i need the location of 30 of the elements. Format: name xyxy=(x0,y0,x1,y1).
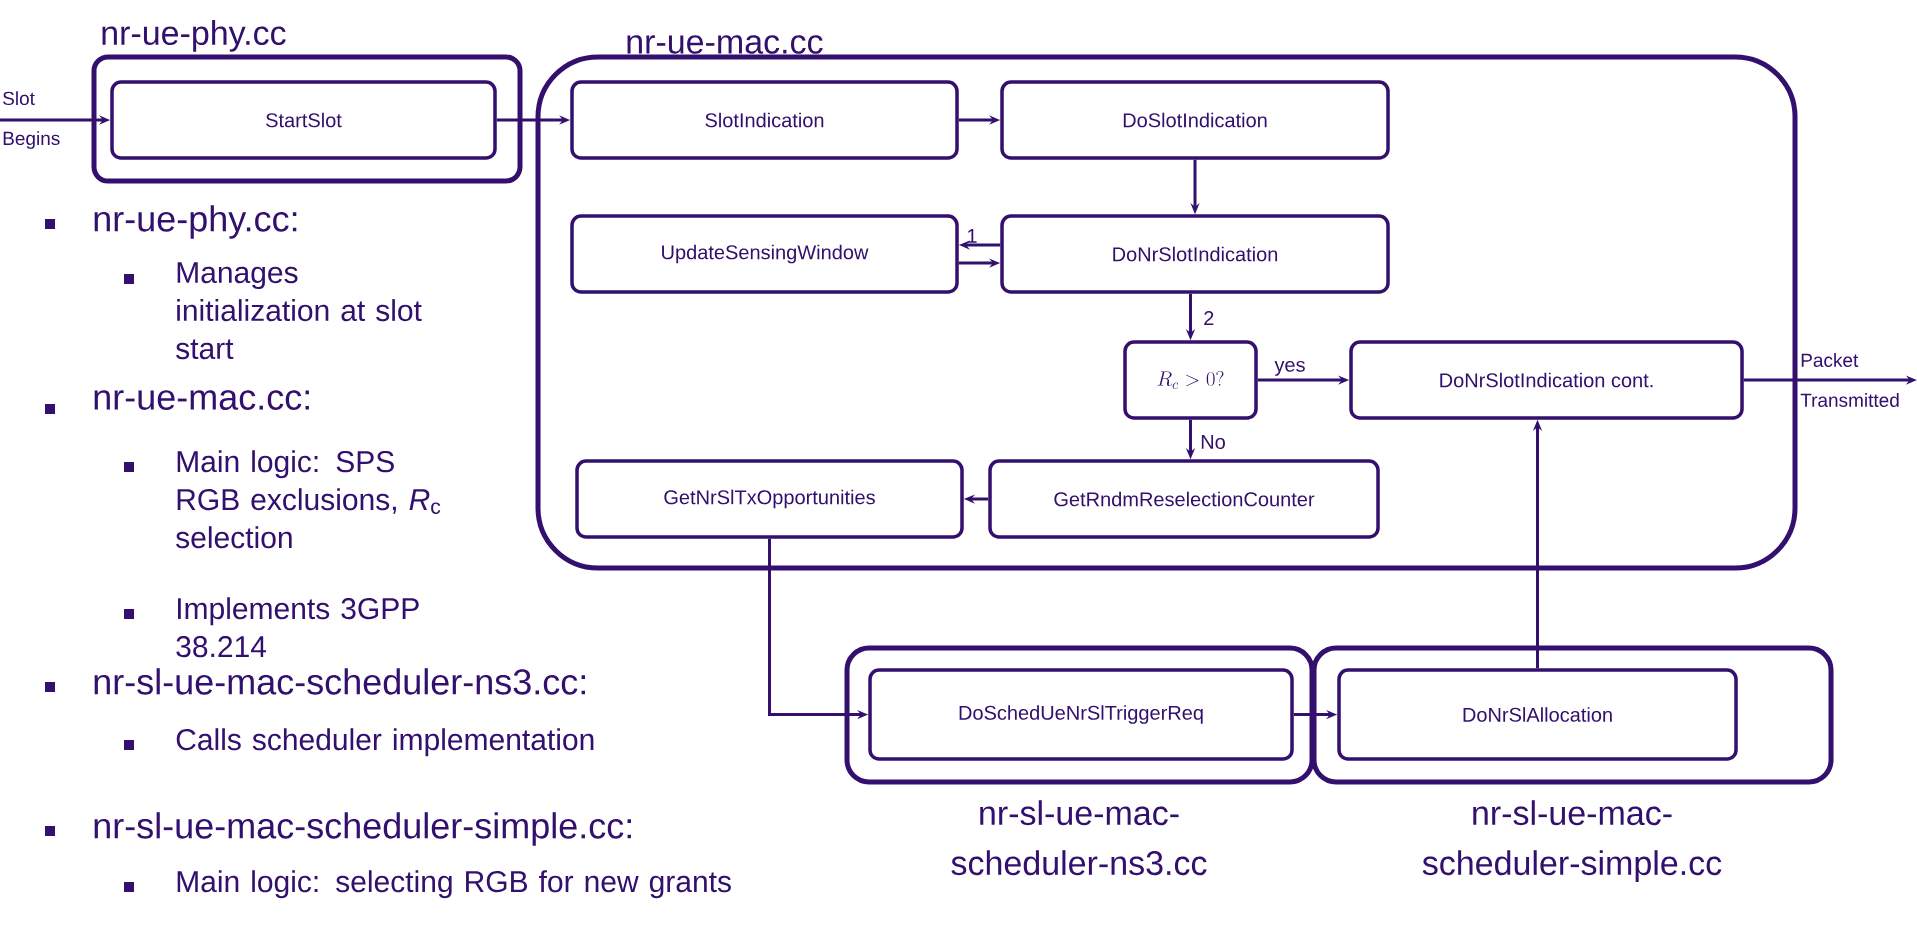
function-box: StartSlot xyxy=(110,80,497,160)
decision-box: $R_c > 0?$ xyxy=(1123,340,1258,420)
node-label: nr-sl-ue-mac-scheduler-ns3.cc xyxy=(951,800,1207,876)
bullet-text: Calls scheduler implementation xyxy=(176,728,594,757)
function-box: DoSlotIndication xyxy=(1000,80,1390,160)
node-label: nr-ue-mac.cc xyxy=(627,35,823,54)
function-box: DoNrSlAllocation xyxy=(1337,668,1738,761)
edge-label: Packet Transmitted xyxy=(1800,353,1899,407)
function-box: GetRndmReselectionCounter xyxy=(988,459,1380,539)
edge-label: 2 xyxy=(1204,311,1214,325)
bullet-text: Manages initialization at slot start xyxy=(176,262,422,360)
function-box: GetNrSlTxOpportunities xyxy=(575,459,964,539)
bullet-text: Main logic: selecting RGB for new grants xyxy=(177,870,731,899)
node-label: nr-sl-ue-mac-scheduler-simple.cc xyxy=(1422,800,1722,882)
bullet-text: nr-sl-ue-mac-scheduler-ns3.cc: xyxy=(94,668,585,695)
node-label: nr-ue-phy.cc xyxy=(102,20,286,52)
bullet-text: nr-sl-ue-mac-scheduler-simple.cc: xyxy=(94,812,631,846)
bullet-text: nr-ue-phy.cc: xyxy=(94,205,297,239)
function-box: DoNrSlotIndication cont. xyxy=(1349,340,1744,420)
edge-label: 1 xyxy=(967,229,977,243)
function-box: DoNrSlotIndication xyxy=(1000,214,1390,294)
edge-label: Slot Begins xyxy=(3,91,60,149)
function-box: SlotIndication xyxy=(570,80,959,160)
bullet-text: nr-ue-mac.cc: xyxy=(94,390,309,410)
function-box: UpdateSensingWindow xyxy=(570,214,959,294)
function-box: DoSchedUeNrSlTriggerReq xyxy=(868,668,1294,761)
bullet-text: Implements 3GPP 38.214 xyxy=(176,597,419,658)
bullet-text: Main logic: SPS RGB exclusions, R$_{c}$ selection xyxy=(176,450,441,549)
edge-label: No xyxy=(1201,435,1225,449)
edge-label: yes xyxy=(1274,360,1305,376)
